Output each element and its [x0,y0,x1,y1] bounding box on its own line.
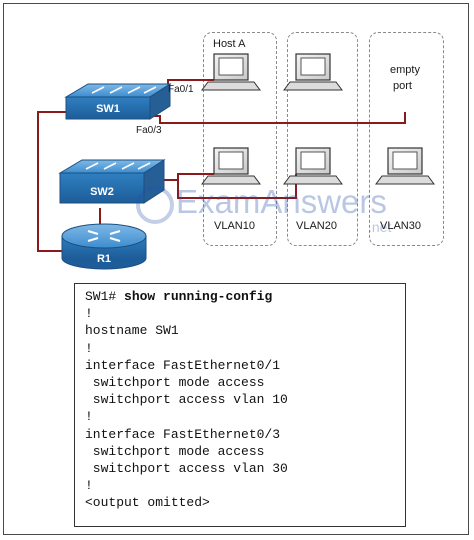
pc-icon-vlan10-bottom [201,147,261,185]
cable-sw2-hostvlan20 [177,174,297,199]
vlan10-label: VLAN10 [214,220,255,232]
watermark-text: ExamAnswers [176,183,387,220]
config-line: ! [85,478,93,494]
pc-icon-host-a [201,53,261,91]
config-prompt: SW1# [85,289,117,304]
vlan20-group-box [287,32,358,246]
exhibit-frame [3,3,469,535]
config-command-line: SW1# show running-config [85,288,405,305]
vlan20-label: VLAN20 [296,220,337,232]
config-line: switchport mode access [85,443,265,459]
config-line: ! [85,409,93,425]
empty-port-label-line2: port [393,80,412,92]
config-line: interface FastEthernet0/3 [85,426,281,442]
sw1-label: SW1 [96,103,120,115]
cable-sw1-fa03-emptyport [150,112,406,124]
sw2-switch-icon [58,159,166,204]
pc-icon-vlan20-bottom [283,147,343,185]
vlan30-group-box [369,32,444,246]
pc-icon-vlan20-top [283,53,343,91]
watermark-suffix: .net [368,219,392,235]
running-config-box: SW1# show running-config ! hostname SW1 … [74,283,406,527]
vlan30-label: VLAN30 [380,220,421,232]
vlan10-group-box [203,32,277,246]
config-line: interface FastEthernet0/1 [85,357,281,373]
empty-port-label-line1: empty [390,64,420,76]
config-line: switchport access vlan 10 [85,392,288,408]
config-line: hostname SW1 [85,323,179,339]
pc-icon-vlan30 [375,147,435,185]
config-command: show running-config [124,289,273,304]
config-line: switchport access vlan 30 [85,460,288,476]
r1-router-icon [61,223,147,270]
host-a-label: Host A [213,38,246,50]
port-label-fa01: Fa0/1 [168,84,194,95]
r1-label: R1 [96,253,112,265]
cable-sw1-r1 [37,111,66,252]
sw2-label: SW2 [90,186,114,198]
config-line: ! [85,340,93,356]
watermark-logo-icon [136,186,174,224]
sw1-switch-icon [64,83,172,120]
config-line: switchport mode access [85,374,265,390]
port-label-fa03: Fa0/3 [136,125,162,136]
config-line: ! [85,306,93,322]
config-line: <output omitted> [85,495,210,511]
